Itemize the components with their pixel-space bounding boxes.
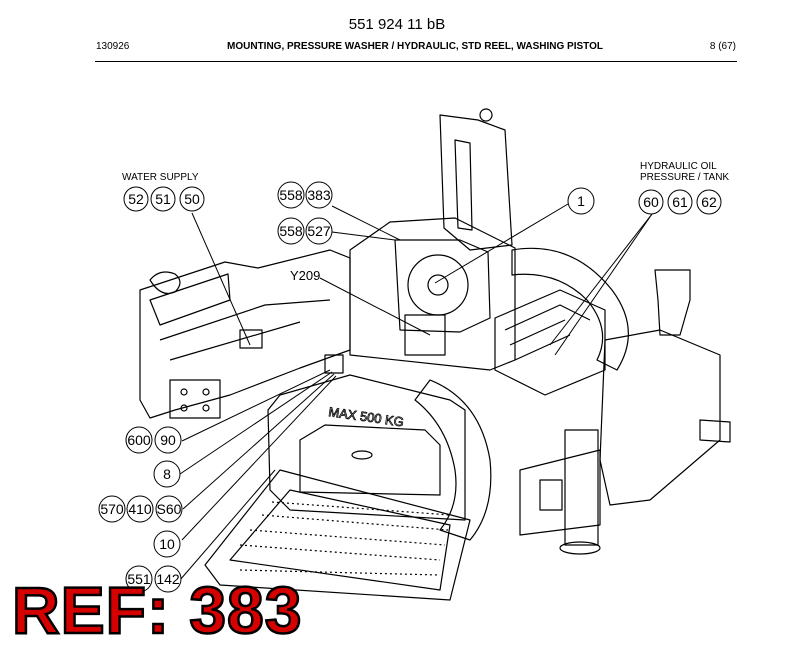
y209-label: Y209	[290, 268, 321, 283]
callout-558a-text: 558	[279, 187, 303, 203]
callout-62	[696, 189, 722, 215]
callout-527-text: 527	[307, 223, 331, 239]
callout-410	[126, 495, 154, 523]
callout-383	[305, 181, 333, 209]
callout-50-text: 50	[184, 191, 200, 207]
valve-block	[404, 314, 446, 356]
callout-558a	[277, 181, 305, 209]
page-number: 8 (67)	[709, 41, 736, 52]
callout-142	[154, 565, 182, 593]
callout-61-text: 61	[672, 194, 688, 210]
rear-track	[511, 247, 629, 371]
document-number: 551 924 11 bB	[348, 16, 446, 33]
reel-drum	[407, 254, 469, 316]
water-fitting	[239, 329, 263, 349]
frame-rail-lower	[169, 321, 301, 361]
header-rule	[95, 61, 737, 62]
callout-527	[305, 217, 333, 245]
callout-8	[153, 460, 181, 488]
left-hub	[149, 271, 181, 295]
callout-1-text: 1	[577, 193, 585, 209]
callout-50	[179, 186, 205, 212]
callout-600-text: 600	[127, 432, 151, 448]
bracket-plate	[324, 354, 344, 374]
column	[439, 114, 513, 251]
callout-383-text: 383	[307, 187, 331, 203]
left-frame-inner	[149, 273, 231, 326]
callout-s60	[155, 495, 183, 523]
load-box-panel	[299, 424, 441, 496]
callout-51-text: 51	[155, 191, 171, 207]
callout-551	[125, 565, 153, 593]
callout-52	[123, 186, 149, 212]
ref-stamp: REF: 383	[11, 573, 303, 647]
reel-window	[394, 239, 491, 333]
callout-s60-text: S60	[157, 501, 182, 517]
callout-410-text: 410	[128, 501, 152, 517]
callout-8-text: 8	[163, 466, 171, 482]
callout-60	[638, 189, 664, 215]
callout-10-text: 10	[159, 536, 175, 552]
callout-90	[154, 426, 182, 454]
step-ladder	[204, 469, 471, 601]
right-body	[599, 329, 721, 506]
callout-558b	[277, 217, 305, 245]
callout-570	[98, 495, 126, 523]
callout-62-text: 62	[701, 194, 717, 210]
machine-drawing	[139, 108, 731, 601]
document-date: 130926	[96, 41, 130, 52]
load-box	[267, 374, 466, 521]
callout-61	[667, 189, 693, 215]
callout-51	[150, 186, 176, 212]
callout-1	[567, 187, 595, 215]
callout-60-text: 60	[643, 194, 659, 210]
callout-142-text: 142	[156, 571, 180, 587]
frame-rail	[159, 299, 331, 341]
right-box	[519, 449, 601, 536]
pressure-tank-label: PRESSURE / TANK	[640, 172, 730, 183]
left-plate	[169, 379, 221, 419]
leader-lines	[179, 203, 653, 581]
front-track	[414, 379, 492, 541]
hydraulic-block	[494, 289, 606, 396]
callout-570-text: 570	[100, 501, 124, 517]
callout-558b-text: 558	[279, 223, 303, 239]
callout-10	[153, 530, 181, 558]
document-title: MOUNTING, PRESSURE WASHER / HYDRAULIC, S…	[227, 41, 603, 52]
water-supply-label: WATER SUPPLY	[122, 172, 199, 183]
callout-90-text: 90	[160, 432, 176, 448]
callout-551-text: 551	[127, 571, 151, 587]
callout-600	[125, 426, 153, 454]
reel-housing	[349, 217, 516, 371]
callout-numbers: 52 51 50 558 383 558 527 1 60 61 62 600 …	[100, 187, 717, 587]
hydraulic-oil-label: HYDRAULIC OIL	[640, 161, 717, 172]
column-ring	[479, 108, 493, 122]
callout-bubbles	[98, 181, 722, 593]
right-post	[654, 269, 691, 336]
callout-52-text: 52	[128, 191, 144, 207]
